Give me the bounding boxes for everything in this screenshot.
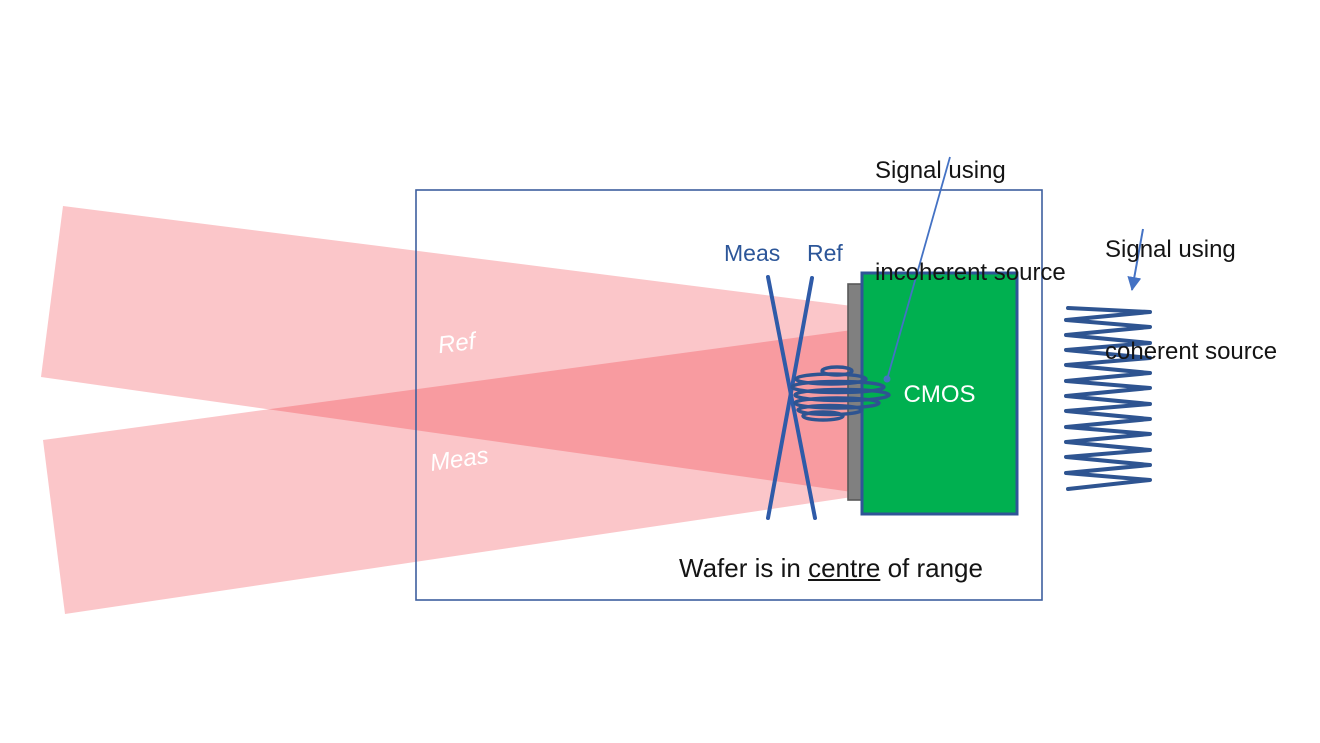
wafer-caption-underlined: centre — [808, 553, 881, 583]
wafer-caption-prefix: Wafer is in — [679, 553, 809, 583]
cmos-label: CMOS — [903, 381, 976, 408]
incoherent-signal-label-line2: incoherent source — [875, 259, 1066, 286]
coherent-signal-label: Signal using coherent source — [1105, 165, 1277, 437]
incoherent-leader-line — [887, 156, 951, 377]
ref-beam-label: Ref — [436, 327, 477, 360]
wafer-caption: Wafer is in centre of range — [631, 553, 1031, 584]
coherent-signal-coil — [1064, 306, 1152, 491]
incoherent-signal-wave — [790, 365, 891, 422]
wafer-caption-suffix: of range — [880, 553, 983, 583]
focus-line-ref — [766, 276, 814, 520]
incoherent-leader-dot — [883, 375, 891, 383]
incoherent-signal-label: Signal using incoherent source — [875, 86, 1066, 358]
focus-ref-label: Ref — [807, 240, 843, 266]
range-box — [415, 189, 1043, 601]
coherent-leader-arrow — [1127, 228, 1144, 291]
ref-beam-shape — [41, 206, 852, 492]
coherent-signal-label-line1: Signal using — [1105, 236, 1236, 263]
incoherent-signal-label-line1: Signal using — [875, 157, 1006, 184]
meas-beam-shape — [43, 330, 852, 614]
focus-meas-label: Meas — [724, 240, 781, 266]
coherent-signal-label-line2: coherent source — [1105, 338, 1278, 365]
